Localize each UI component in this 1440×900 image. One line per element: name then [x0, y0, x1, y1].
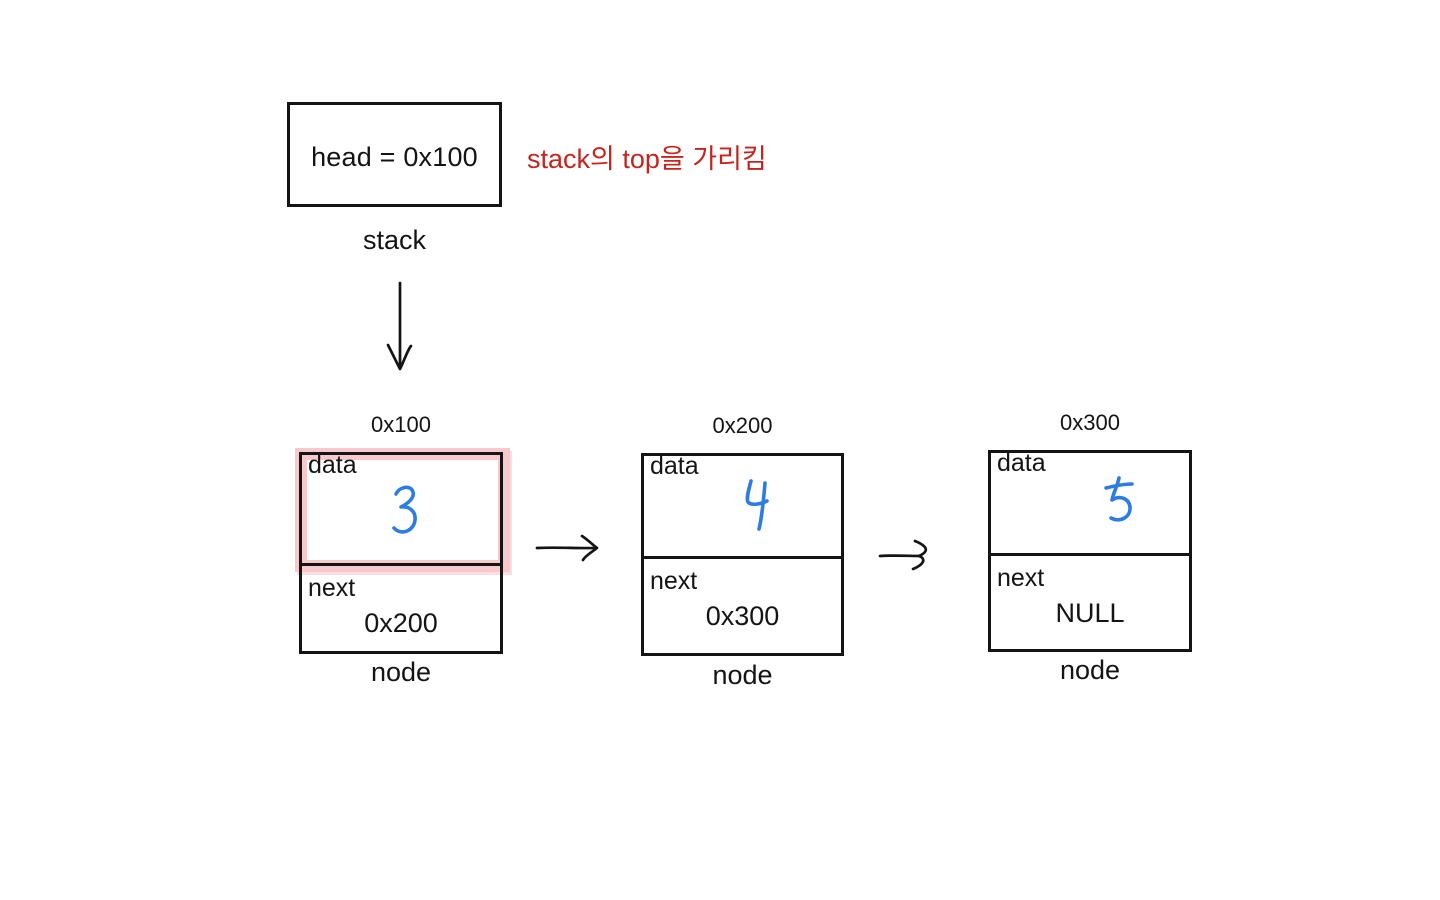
node-caption: node — [712, 660, 773, 690]
next-cell: next NULL — [988, 565, 1192, 661]
node-0x200: 0x200 data next 0x300 node — [641, 413, 844, 690]
head-pointer-box: head = 0x100 — [287, 102, 502, 207]
node-0x300: 0x300 data next NULL node — [988, 410, 1192, 685]
node-address: 0x200 — [712, 413, 773, 438]
next-pointer-value: 0x300 — [705, 601, 780, 632]
data-cell: data — [295, 448, 510, 572]
node-box: data next 0x200 — [295, 448, 510, 654]
data-field-label: data — [308, 451, 357, 479]
head-pointer-label: head = 0x100 — [311, 142, 478, 172]
node-address: 0x300 — [1060, 410, 1120, 435]
next-pointer-value: NULL — [1055, 598, 1125, 629]
node2-to-node3-arrow — [878, 539, 928, 571]
node-address: 0x100 — [371, 412, 431, 437]
node1-to-node2-arrow — [535, 534, 599, 562]
stack-caption: stack — [362, 225, 427, 255]
next-pointer-value: 0x200 — [364, 608, 438, 639]
next-cell: next 0x200 — [299, 575, 503, 663]
next-field-label: next — [997, 564, 1045, 592]
cell-divider — [641, 556, 844, 559]
node-caption: node — [1059, 655, 1121, 685]
next-cell: next 0x300 — [641, 568, 844, 665]
data-field-label: data — [997, 449, 1046, 477]
cell-divider — [988, 553, 1192, 556]
node-caption: node — [370, 657, 432, 687]
handwritten-data-value — [745, 479, 769, 531]
data-cell: data — [641, 453, 844, 559]
head-to-node-arrow — [386, 281, 413, 371]
next-field-label: next — [308, 574, 356, 602]
handwritten-data-value — [392, 485, 417, 534]
cell-divider — [299, 563, 503, 566]
stack-top-annotation: stack의 top을 가리킴 — [527, 144, 767, 174]
next-field-label: next — [650, 567, 698, 595]
data-field-label: data — [650, 452, 699, 480]
handwritten-data-value — [1104, 476, 1134, 522]
node-box: data next NULL — [988, 450, 1192, 652]
node-box: data next 0x300 — [641, 453, 844, 656]
data-cell: data — [988, 450, 1192, 556]
node-0x100: 0x100 data next 0x200 node — [295, 412, 510, 687]
